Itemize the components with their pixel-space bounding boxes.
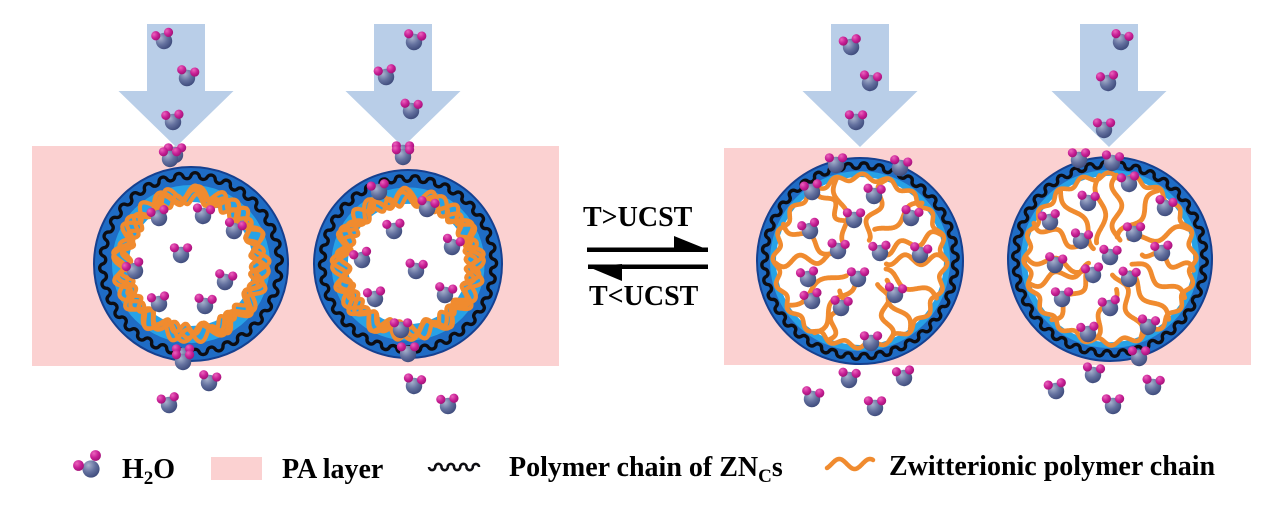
svg-text:T>UCST: T>UCST xyxy=(583,202,693,233)
svg-text:H2O: H2O xyxy=(122,454,175,489)
svg-text:Zwitterionic polymer chain: Zwitterionic polymer chain xyxy=(889,451,1216,482)
svg-text:PA layer: PA layer xyxy=(282,454,383,485)
svg-text:Polymer chain of ZNCs: Polymer chain of ZNCs xyxy=(509,452,783,487)
svg-text:T<UCST: T<UCST xyxy=(589,281,699,312)
